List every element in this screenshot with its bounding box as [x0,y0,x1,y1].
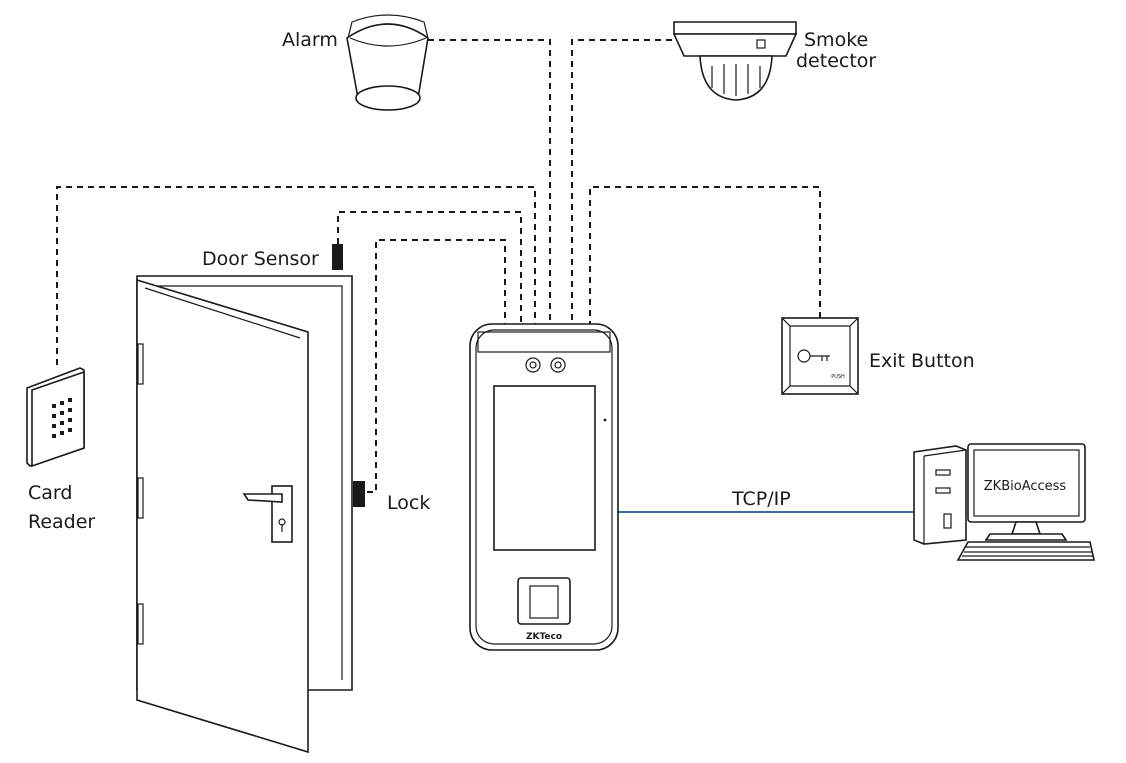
exit-button-icon: PUSH [781,317,859,395]
tcpip-label: TCP/IP [731,488,791,510]
lock-label: Lock [387,492,430,514]
card-reader-wire [56,186,536,365]
exit-button-label: Exit Button [869,350,975,372]
monitor-text: ZKBioAccess [984,479,1067,494]
card-reader-label-line2: Reader [28,511,95,533]
smoke-detector-label-line2: detector [796,50,876,72]
face-recognition-terminal-icon: ZKTeco [469,323,619,651]
alarm-wire [428,39,551,324]
door-icon [136,275,353,754]
wiring [56,39,914,513]
smoke-detector-label-line1: Smoke [804,29,868,51]
smoke-detector-wire [571,39,672,324]
alarm-label: Alarm [282,29,338,51]
door-sensor-wire [337,211,522,324]
smoke-detector-icon [672,21,798,101]
card-reader-label-line1: Card [28,482,72,504]
card-reader-icon [26,367,85,468]
siren-icon [346,14,429,111]
exit-button-small-label: PUSH [831,374,845,380]
lock-icon [353,481,365,507]
device-brand: ZKTeco [526,632,562,642]
exit-button-wire [589,186,821,324]
door-sensor-icon [332,244,343,270]
computer-icon: ZKBioAccess [913,443,1095,561]
door-sensor-label: Door Sensor [202,248,319,270]
lock-wire [367,239,506,493]
